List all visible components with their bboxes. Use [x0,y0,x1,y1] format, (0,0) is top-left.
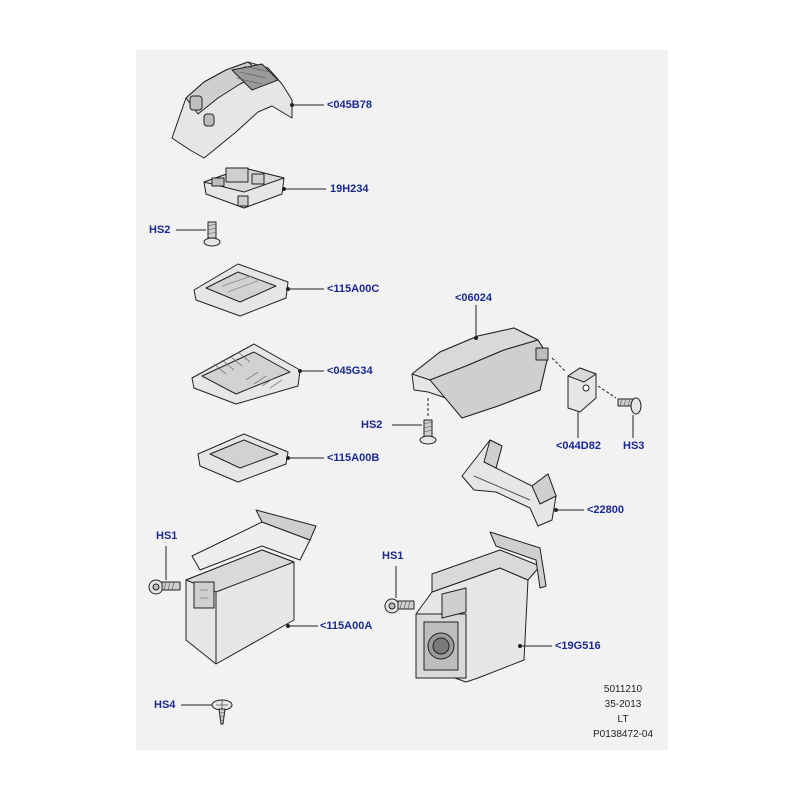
part-06024[interactable] [411,327,549,419]
screw-hs1-left[interactable] [148,579,181,595]
screw-hs1-right[interactable] [384,598,415,614]
label-115a00b[interactable]: <115A00B [327,452,380,464]
screw-hs2-right[interactable] [419,419,437,445]
footer-line-2: 35-2013 [604,699,642,710]
dash-044d82 [551,357,567,373]
label-19h234[interactable]: 19H234 [330,183,369,195]
part-115a00a[interactable] [185,509,317,665]
label-06024[interactable]: <06024 [455,292,493,304]
label-045b78[interactable]: <045B78 [327,99,372,111]
part-115a00b[interactable] [197,433,289,483]
label-115a00c[interactable]: <115A00C [327,283,380,295]
label-hs3[interactable]: HS3 [623,440,645,452]
dash-hs3 [597,385,617,399]
label-hs2-left[interactable]: HS2 [149,224,171,236]
label-045g34[interactable]: <045G34 [327,365,373,377]
screw-hs4[interactable] [211,699,233,725]
screw-hs3[interactable] [617,397,642,415]
footer-line-1: 5011210 [603,684,643,695]
label-044d82[interactable]: <044D82 [556,440,601,452]
part-22800[interactable] [461,439,557,527]
footer-line-4: P0138472-04 [592,729,654,740]
part-045g34[interactable] [191,343,301,405]
label-22800[interactable]: <22800 [587,504,625,516]
label-hs1-right[interactable]: HS1 [382,550,404,562]
part-115a00c[interactable] [193,263,289,317]
part-19g516[interactable] [415,531,547,683]
screw-hs2-left[interactable] [203,221,221,247]
part-045b78[interactable] [171,61,293,159]
part-044d82[interactable] [567,367,597,413]
label-hs2-right[interactable]: HS2 [361,419,383,431]
label-19g516[interactable]: <19G516 [555,640,601,652]
label-hs4[interactable]: HS4 [154,699,176,711]
label-hs1-left[interactable]: HS1 [156,530,178,542]
part-19h234[interactable] [203,167,285,209]
label-115a00a[interactable]: <115A00A [320,620,373,632]
footer-line-3: LT [617,714,629,725]
